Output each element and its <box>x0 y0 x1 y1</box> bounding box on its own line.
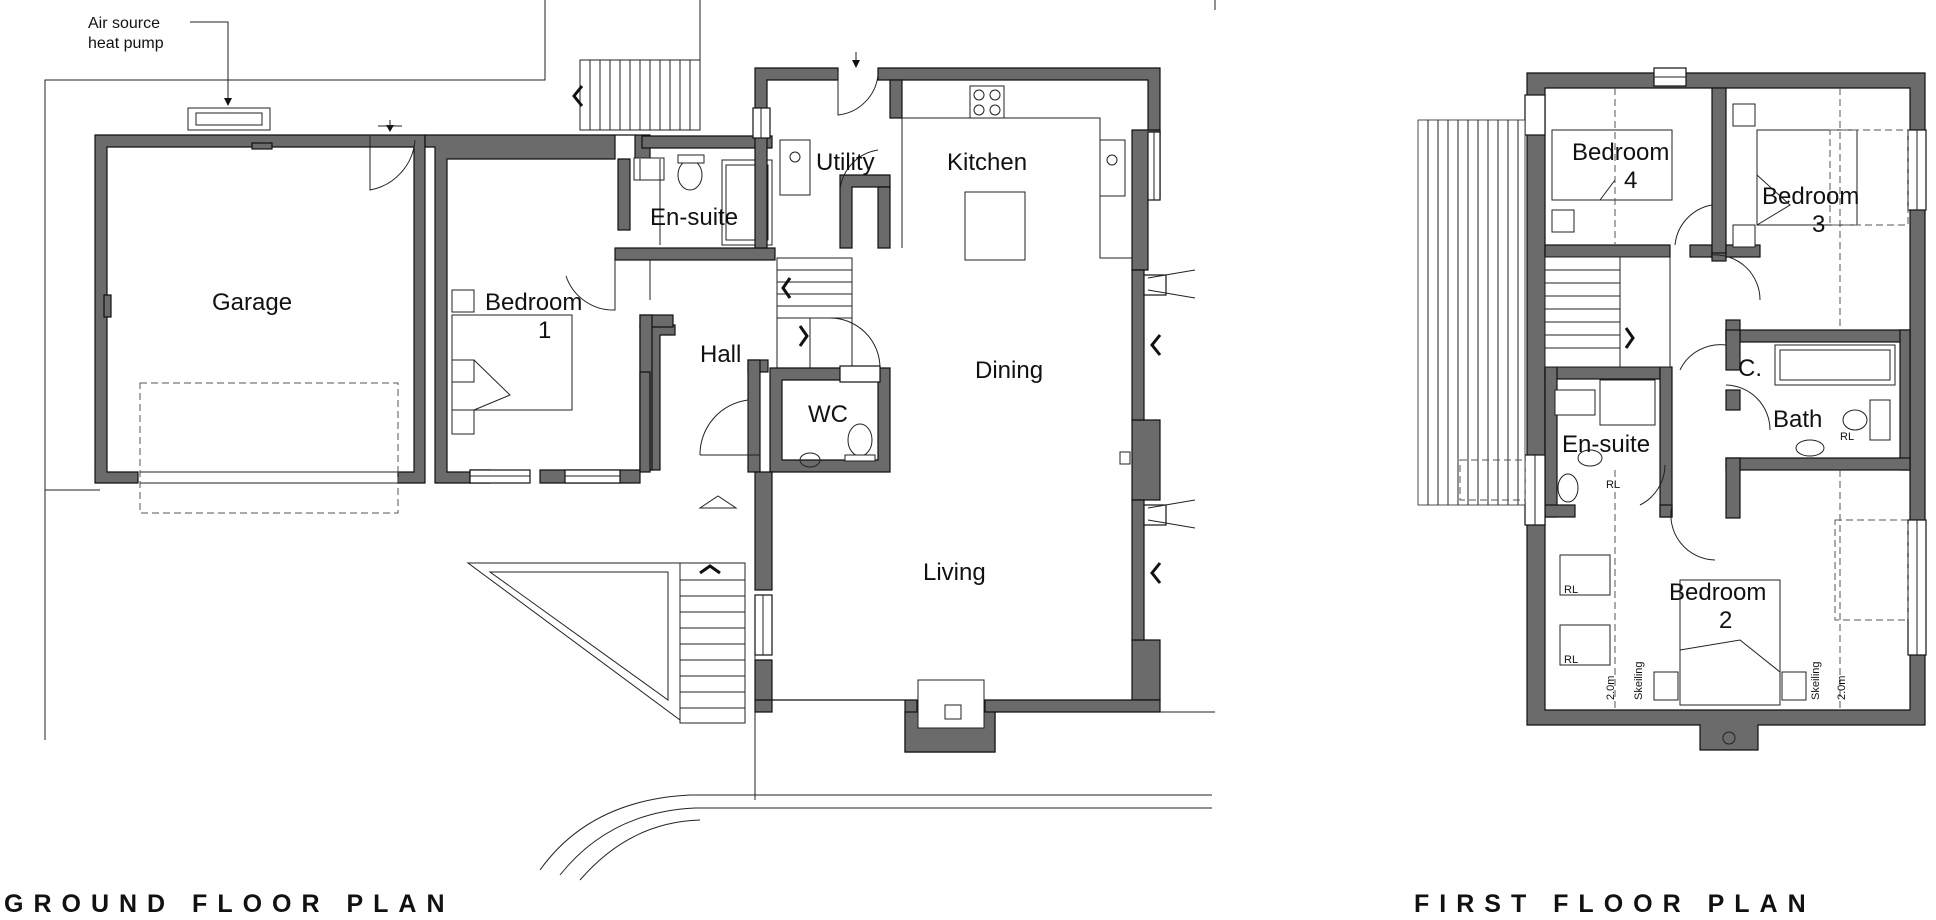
ensuite-fixtures <box>633 154 773 246</box>
room-label-bedroom2: Bedroom <box>1669 579 1766 606</box>
room-label-dining: Dining <box>975 357 1043 384</box>
hall-walls <box>639 257 881 509</box>
height-label-right: 2.0m <box>1836 676 1848 700</box>
room-label-ensuite: En-suite <box>650 204 738 231</box>
room-label-bedroom2-number: 2 <box>1719 607 1732 634</box>
skeiling-label-right: Skeiling <box>1810 661 1822 700</box>
room-label-utility: Utility <box>816 149 875 176</box>
wc-walls <box>769 365 891 473</box>
room-label-living: Living <box>923 559 986 586</box>
rl-label-ensuite: RL <box>1606 479 1620 491</box>
room-label-garage: Garage <box>212 289 292 316</box>
ground-floor-plan: Air source heat pump <box>4 0 1216 918</box>
room-label-bedroom3-number: 3 <box>1812 211 1825 238</box>
heat-pump-label-line1: Air source <box>88 15 160 32</box>
site-boundary <box>44 0 1216 881</box>
first-floor-stairs <box>1544 256 1671 368</box>
first-floor-internal-walls <box>1544 87 1911 519</box>
rl-label-bath: RL <box>1840 431 1854 443</box>
first-floor-furniture: RL RL RL RL <box>1551 88 1909 710</box>
room-label-hall: Hall <box>700 341 741 368</box>
room-label-wc: WC <box>808 401 848 428</box>
skeiling-label-left: Skeiling <box>1633 661 1645 700</box>
room-label-bedroom4: Bedroom <box>1572 139 1669 166</box>
room-label-kitchen: Kitchen <box>947 149 1027 176</box>
room-label-ensuite-first: En-suite <box>1562 431 1650 458</box>
rl-label-bedroom2-a: RL <box>1564 584 1578 596</box>
room-label-bedroom1: Bedroom <box>485 289 582 316</box>
external-steps-top <box>572 59 701 131</box>
first-floor-plan: RL RL RL RL B <box>1414 67 1927 918</box>
main-block-walls <box>752 52 1215 753</box>
air-source-heat-pump: Air source heat pump <box>88 15 271 131</box>
ground-floor-title: GROUND FLOOR PLAN <box>4 890 455 918</box>
first-floor-title: FIRST FLOOR PLAN <box>1414 890 1816 918</box>
rl-label-bedroom2-b: RL <box>1564 654 1578 666</box>
room-label-bedroom4-number: 4 <box>1624 167 1637 194</box>
room-label-bedroom1-number: 1 <box>538 317 551 344</box>
room-label-cupboard: C. <box>1738 355 1762 382</box>
roof-hatching <box>1417 119 1526 506</box>
room-label-bath: Bath <box>1773 406 1822 433</box>
external-steps-bottom <box>466 562 746 724</box>
garage-walls <box>94 120 426 514</box>
heat-pump-label-line2: heat pump <box>88 35 164 52</box>
room-label-bedroom3: Bedroom <box>1762 183 1859 210</box>
height-label-left: 2.0m <box>1605 676 1617 700</box>
